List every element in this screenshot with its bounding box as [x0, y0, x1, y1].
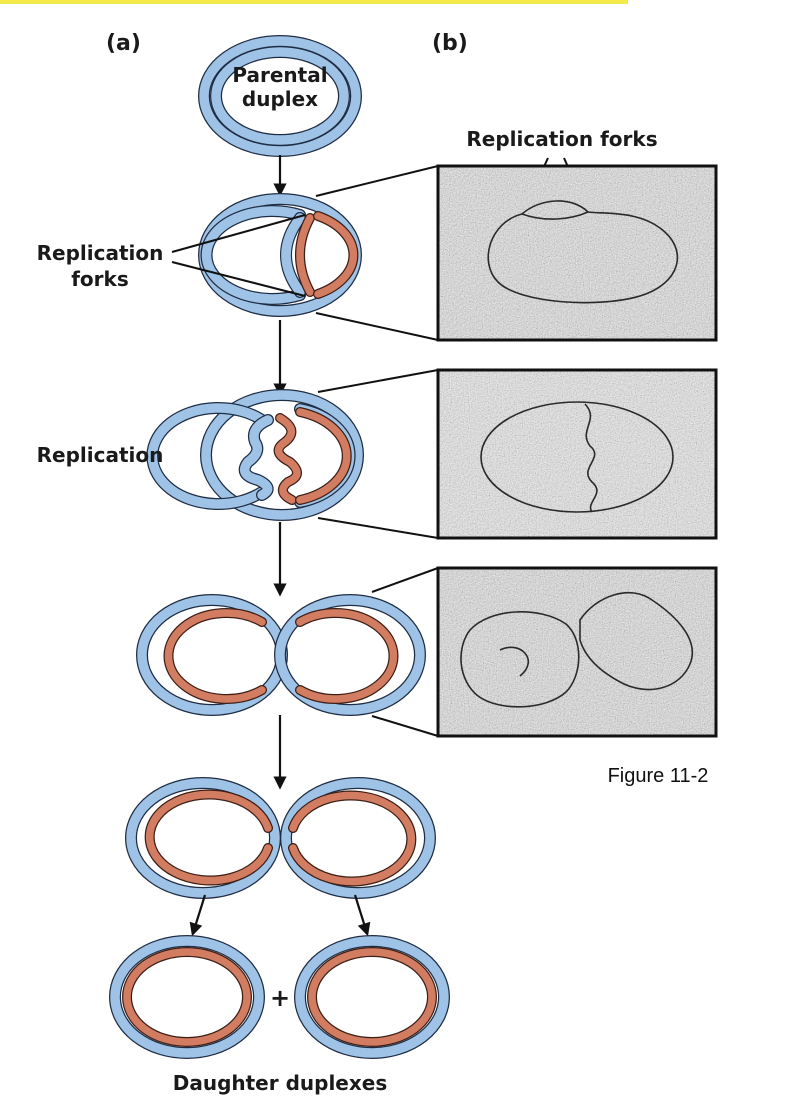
panel-b-label: (b)	[432, 31, 468, 56]
zoom-line-3-top	[371, 567, 439, 593]
top-highlight-bar	[0, 0, 628, 4]
micrograph-forks	[436, 164, 718, 342]
zoom-line-3-bottom	[371, 715, 439, 737]
parental-label-line1: Parental	[232, 63, 327, 87]
figure-eight-joined	[125, 777, 436, 899]
replication-bubble-circle	[198, 193, 362, 317]
plus-sign: +	[270, 984, 290, 1012]
zoom-line-2-top	[317, 369, 439, 393]
daughter-duplex-left	[109, 935, 265, 1059]
parental-duplex-circle	[198, 35, 362, 157]
forks-left-label-line2: forks	[71, 267, 129, 291]
micrograph-separating	[436, 566, 718, 738]
replication-circle	[146, 389, 364, 521]
panel-a-label: (a)	[106, 31, 141, 56]
micrograph-replication	[436, 368, 718, 540]
replication-label: Replication	[37, 443, 164, 467]
figure-eight-separating	[136, 594, 426, 716]
zoom-line-1-top	[315, 165, 439, 197]
figure-caption: Figure 11-2	[608, 765, 709, 787]
fork-leader-bottom	[171, 261, 306, 297]
fork-leader-top	[171, 214, 306, 253]
zoom-line-1-bottom	[315, 312, 439, 341]
arrow-5-left	[189, 894, 207, 937]
daughter-duplex-right	[294, 935, 450, 1059]
arrow-5-right	[353, 894, 371, 937]
forks-left-label-line1: Replication	[37, 241, 164, 265]
zoom-line-2-bottom	[317, 517, 439, 539]
daughter-label: Daughter duplexes	[173, 1071, 388, 1095]
forks-right-label: Replication forks	[466, 127, 657, 151]
parental-label-line2: duplex	[242, 87, 318, 111]
